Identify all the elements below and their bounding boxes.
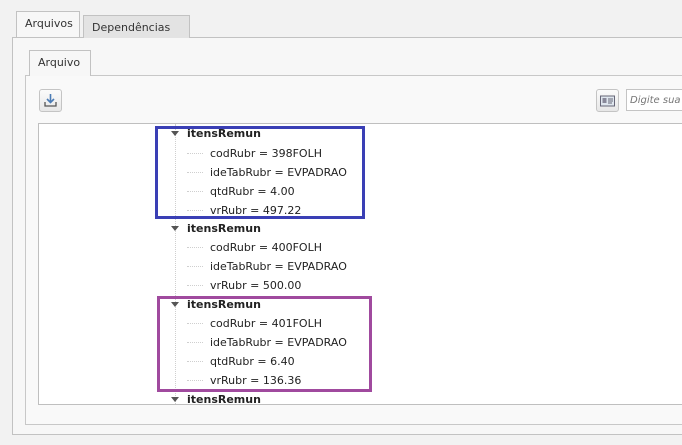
tree-leaf[interactable]: qtdRubr = 6.40 (187, 352, 295, 371)
tree-leaf[interactable]: qtdRubr = 4.00 (187, 182, 295, 201)
tab-arquivo[interactable]: Arquivo (29, 50, 91, 76)
download-icon (44, 94, 57, 107)
tree-node-title: itensRemun (187, 222, 261, 235)
tree-leaf[interactable]: codRubr = 400FOLH (187, 238, 322, 257)
tree-leaf[interactable]: vrRubr = 497.22 (186, 201, 301, 220)
highlight-box-purple (157, 296, 372, 392)
tree-leaf[interactable]: ideTabRubr = EVPADRAO (187, 163, 347, 182)
view-card-button[interactable] (596, 89, 619, 112)
tree-view[interactable]: itensRemun codRubr = 398FOLH ideTabRubr … (38, 123, 682, 405)
tree-leaf[interactable]: codRubr = 401FOLH (187, 314, 322, 333)
tree-leaf[interactable]: ideTabRubr = EVPADRAO (187, 257, 347, 276)
tree-leaf[interactable]: vrRubr = 136.36 (186, 371, 301, 390)
tree-guide-line (175, 124, 176, 404)
tab-dependencias[interactable]: Dependências (83, 15, 190, 38)
highlight-box-blue (155, 126, 365, 219)
tree-leaf[interactable]: vrRubr = 500.00 (186, 276, 301, 295)
chevron-down-icon[interactable] (171, 397, 179, 402)
tree-node-title: itensRemun (187, 127, 261, 140)
tab-arquivos[interactable]: Arquivos (16, 11, 80, 37)
tree-node-title: itensRemun (187, 298, 261, 311)
chevron-down-icon[interactable] (171, 131, 179, 136)
chevron-down-icon[interactable] (171, 226, 179, 231)
download-button[interactable] (39, 89, 62, 112)
tree-leaf[interactable]: codRubr = 398FOLH (187, 144, 322, 163)
id-card-icon (600, 95, 615, 107)
search-input[interactable] (626, 89, 682, 111)
tree-leaf[interactable]: ideTabRubr = EVPADRAO (187, 333, 347, 352)
chevron-down-icon[interactable] (171, 302, 179, 307)
tree-node-title: itensRemun (187, 393, 261, 405)
